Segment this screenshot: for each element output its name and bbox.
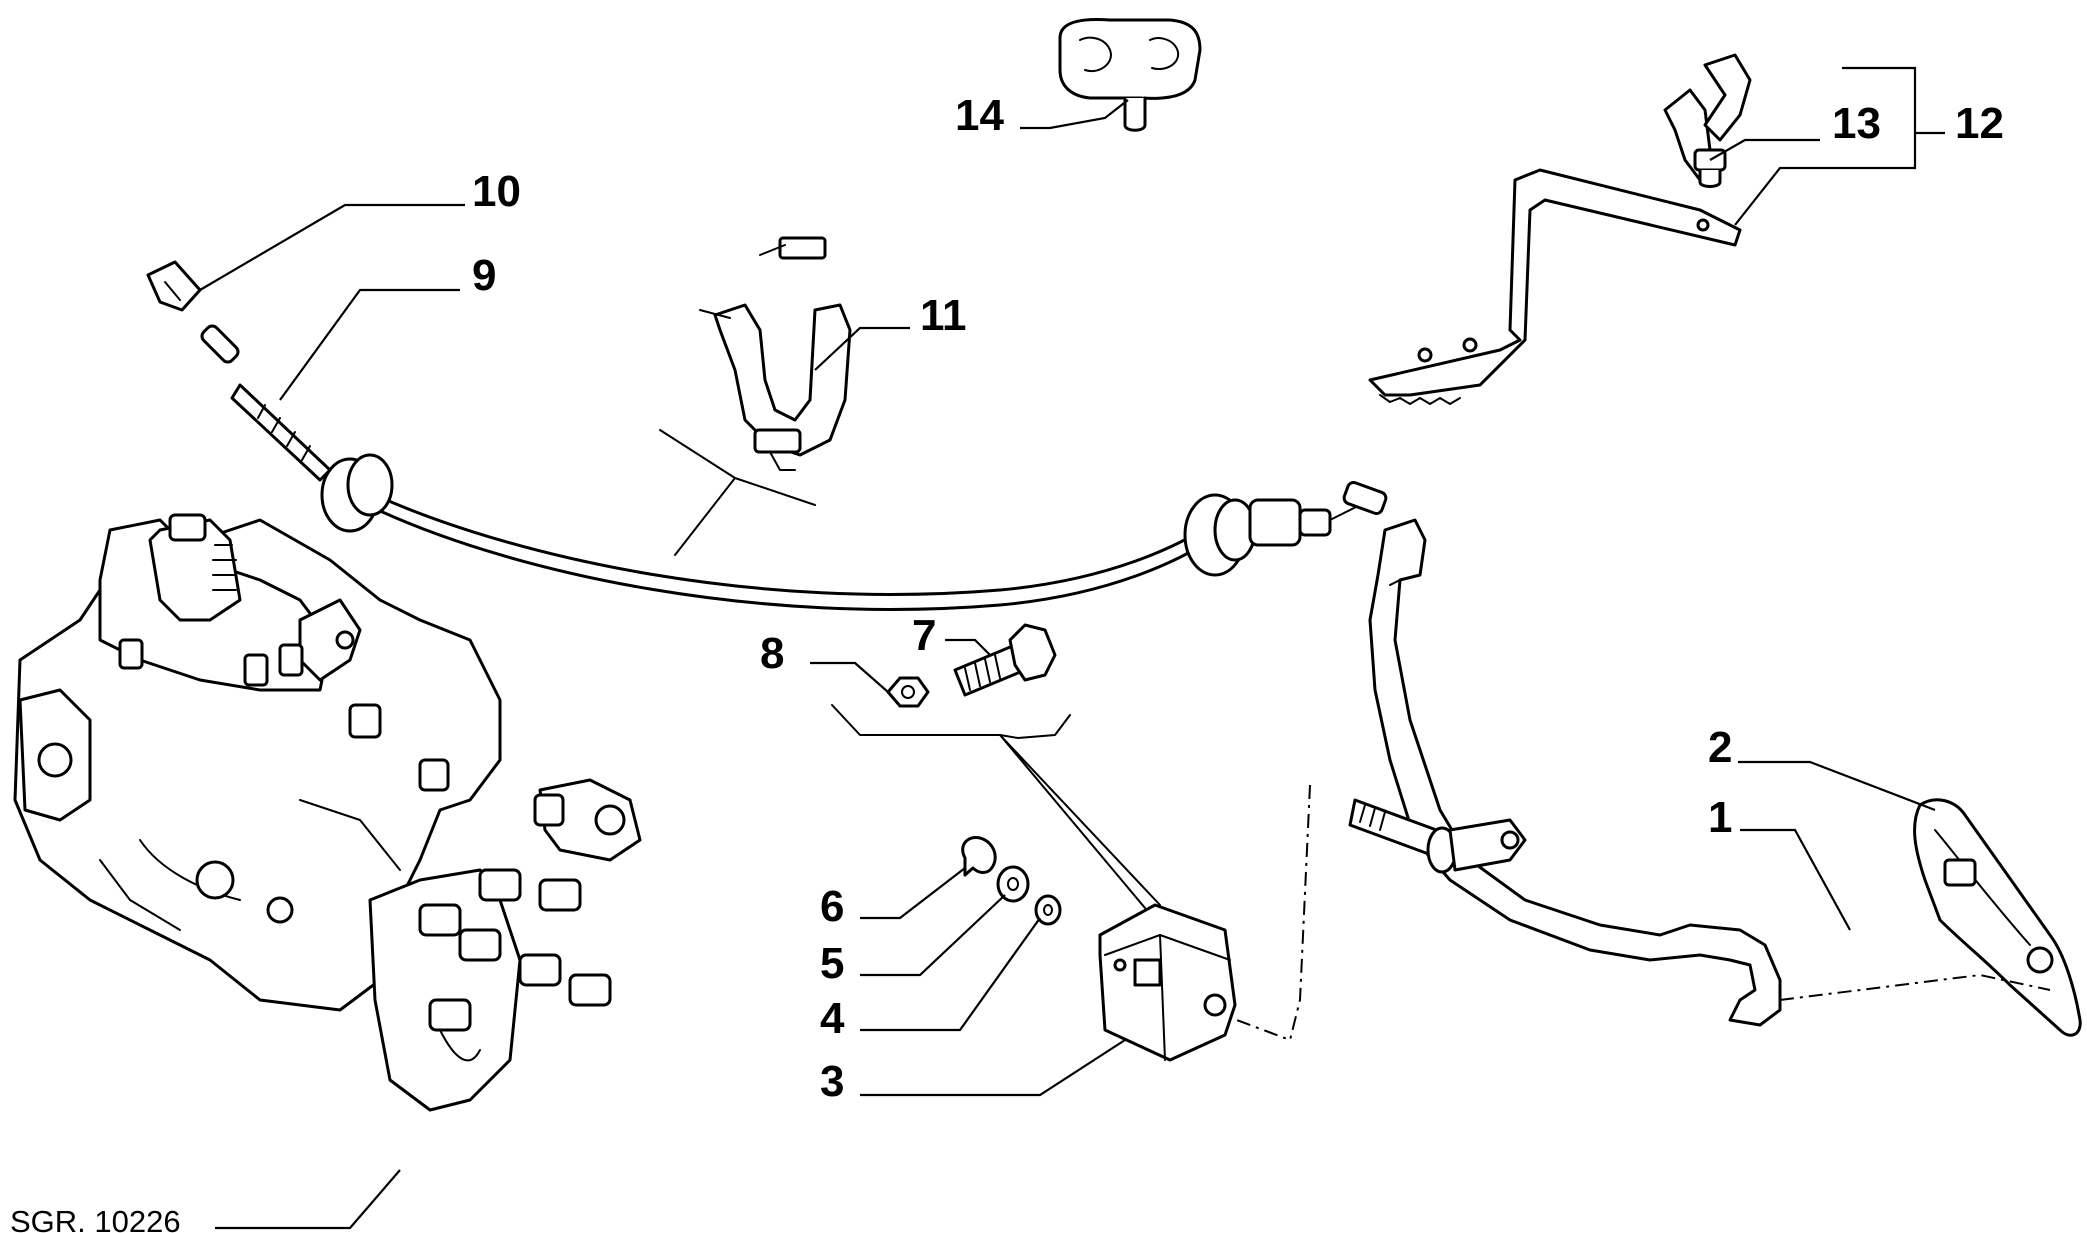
callout-2: 2 [1708, 723, 1732, 772]
callout-9: 9 [472, 251, 496, 300]
bolt-nut-bracket-lines [831, 704, 1161, 909]
part-5-washer [996, 865, 1030, 903]
callout-5: 5 [820, 939, 844, 988]
callout-13: 13 [1832, 99, 1881, 148]
part-11-bracket [699, 236, 852, 471]
part-13-clip [1663, 53, 1752, 188]
part-2-pedal-pad [1913, 798, 2082, 1037]
callout-14: 14 [955, 91, 1004, 140]
callout-6: 6 [820, 882, 844, 931]
part-8-nut [886, 676, 930, 708]
callout-7: 7 [912, 611, 936, 660]
callout-3: 3 [820, 1057, 844, 1106]
assembly-axis-line [1289, 784, 1311, 1041]
part-7-bolt [953, 623, 1057, 697]
part-14-bumper [1058, 18, 1202, 132]
part-6-circlip [961, 835, 997, 877]
pedal-axis-line [1779, 973, 2051, 1001]
injection-pump-illustration [13, 513, 642, 1112]
callout-12: 12 [1955, 99, 2004, 148]
pump-bolts [118, 638, 565, 827]
leader-lines [199, 66, 1945, 1230]
part-3-block [1098, 903, 1237, 1062]
block-axis-line [1209, 1009, 1291, 1041]
delivery-valves [418, 868, 612, 1032]
callout-1: 1 [1708, 793, 1732, 842]
callout-11: 11 [920, 291, 967, 340]
part-10-clip [146, 260, 202, 312]
accelerator-cable [200, 324, 1388, 611]
part-1-pedal-lever [1348, 518, 1782, 1027]
drawing-reference: SGR. 10226 [10, 1204, 181, 1233]
part-12-bracket [1368, 168, 1742, 405]
callout-8: 8 [760, 629, 784, 678]
part-4-washer [1034, 894, 1062, 926]
callout-10: 10 [472, 167, 521, 216]
callout-4: 4 [820, 994, 845, 1043]
